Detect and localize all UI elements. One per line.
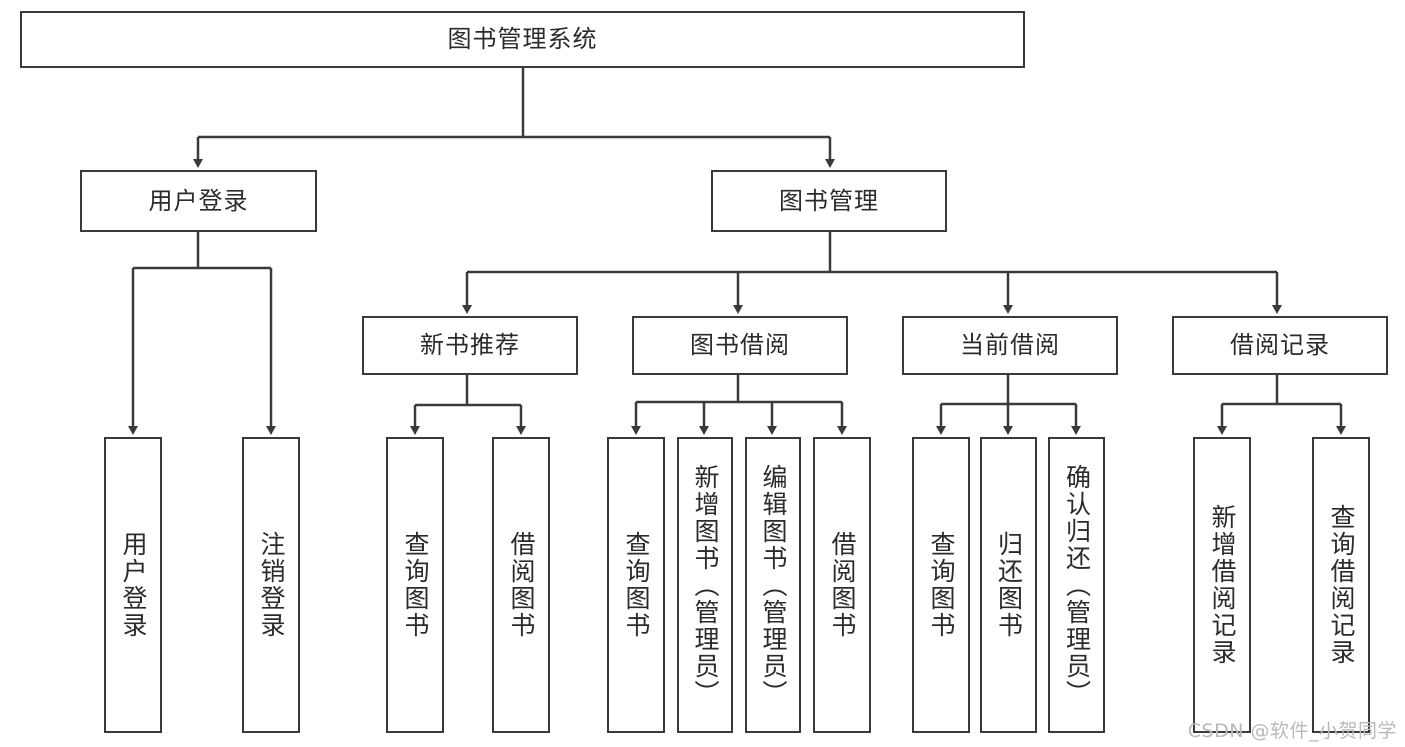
node-new-book-recommend-label: 新书推荐 [420, 331, 520, 360]
node-user-login-label: 用户登录 [148, 186, 249, 215]
leaf-add-record-label: 新增借阅记录 [1208, 504, 1237, 666]
node-current-borrow[interactable]: 当前借阅 [902, 316, 1118, 375]
leaf-query-book-1[interactable]: 查询图书 [386, 437, 444, 733]
node-user-login[interactable]: 用户登录 [80, 170, 317, 232]
leaf-query-book-1-label: 查询图书 [401, 531, 430, 639]
leaf-query-record[interactable]: 查询借阅记录 [1312, 437, 1370, 733]
leaf-logout-login[interactable]: 注销登录 [242, 437, 300, 733]
watermark: CSDN @软件_小贺同学 [1187, 720, 1397, 742]
leaf-return-book[interactable]: 归还图书 [980, 437, 1037, 733]
node-book-manage[interactable]: 图书管理 [711, 170, 947, 232]
node-new-book-recommend[interactable]: 新书推荐 [362, 316, 578, 375]
leaf-user-login[interactable]: 用户登录 [104, 437, 162, 733]
node-book-manage-label: 图书管理 [779, 186, 879, 215]
leaf-add-book[interactable]: 新增图书（管理员） [677, 437, 733, 733]
leaf-edit-book-label: 编辑图书（管理员） [759, 463, 788, 707]
leaf-query-book-2[interactable]: 查询图书 [607, 437, 665, 733]
leaf-borrow-book-2[interactable]: 借阅图书 [813, 437, 871, 733]
node-borrow-record[interactable]: 借阅记录 [1172, 316, 1388, 375]
leaf-logout-login-label: 注销登录 [257, 531, 286, 639]
leaf-add-book-label: 新增图书（管理员） [691, 463, 720, 707]
node-root[interactable]: 图书管理系统 [20, 11, 1025, 68]
leaf-borrow-book-2-label: 借阅图书 [828, 531, 857, 639]
leaf-confirm-return[interactable]: 确认归还（管理员） [1048, 437, 1105, 733]
leaf-query-book-3[interactable]: 查询图书 [912, 437, 970, 733]
leaf-query-book-2-label: 查询图书 [622, 531, 651, 639]
leaf-edit-book[interactable]: 编辑图书（管理员） [745, 437, 801, 733]
leaf-query-book-3-label: 查询图书 [927, 531, 956, 639]
leaf-user-login-label: 用户登录 [119, 531, 148, 639]
leaf-confirm-return-label: 确认归还（管理员） [1062, 463, 1092, 707]
leaf-add-record[interactable]: 新增借阅记录 [1193, 437, 1251, 733]
leaf-return-book-label: 归还图书 [994, 531, 1024, 639]
node-borrow-record-label: 借阅记录 [1230, 331, 1330, 360]
node-book-borrow-label: 图书借阅 [690, 331, 790, 360]
node-current-borrow-label: 当前借阅 [960, 331, 1060, 360]
node-book-borrow[interactable]: 图书借阅 [632, 316, 848, 375]
leaf-borrow-book-1[interactable]: 借阅图书 [492, 437, 550, 733]
leaf-query-record-label: 查询借阅记录 [1327, 504, 1356, 666]
node-root-label: 图书管理系统 [447, 25, 598, 54]
leaf-borrow-book-1-label: 借阅图书 [507, 531, 536, 639]
